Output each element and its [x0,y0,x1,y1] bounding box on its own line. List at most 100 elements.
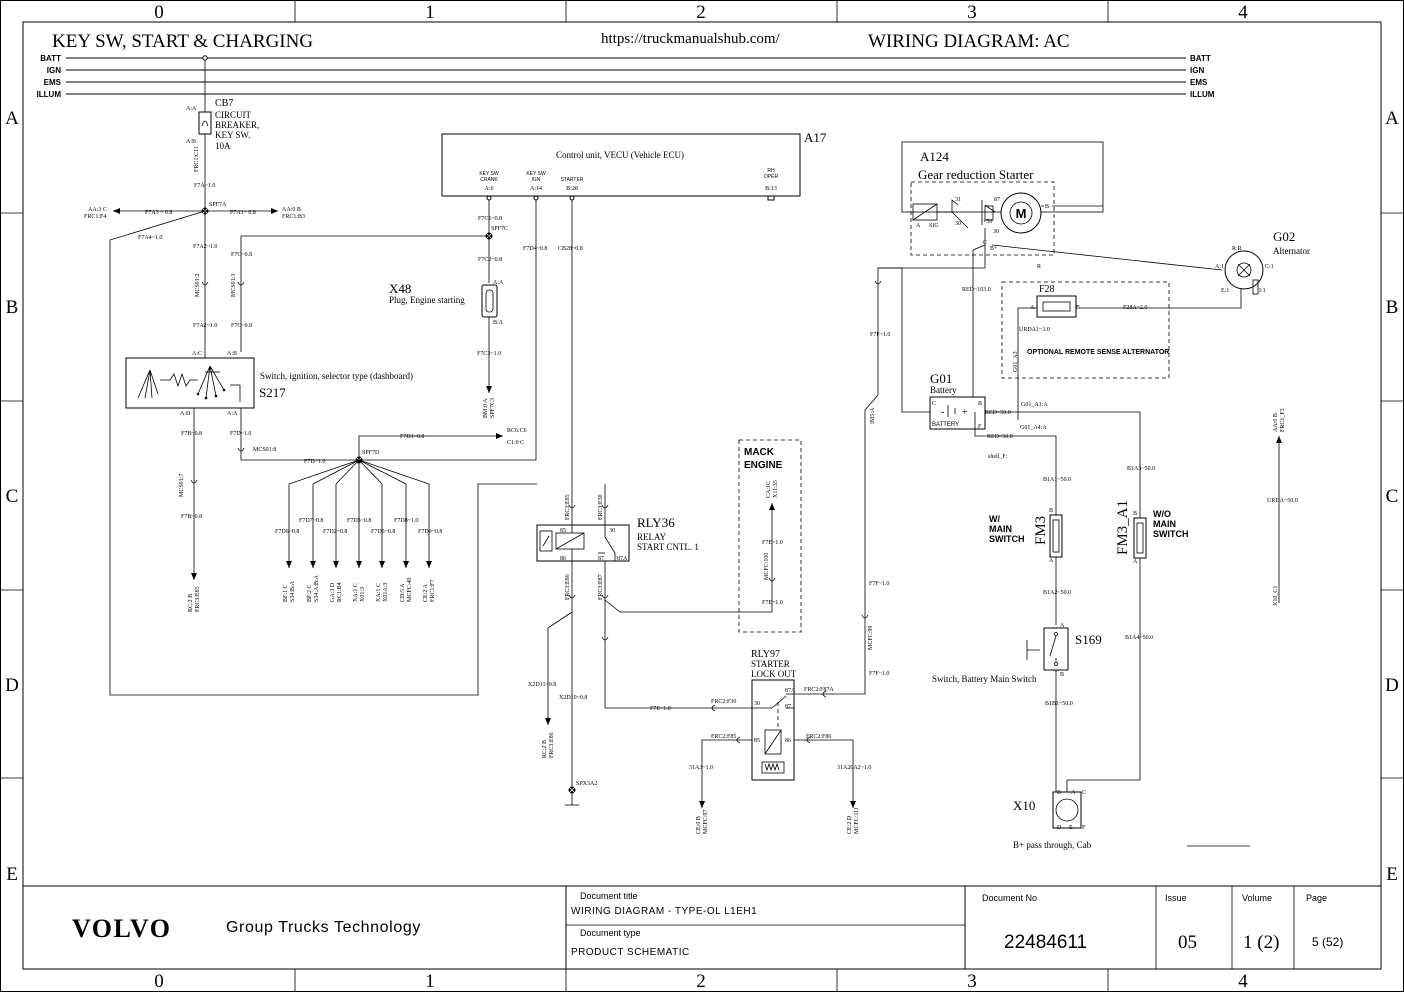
rly36-start-relay[interactable]: FRC3:E85 FRC3:E30 85 30 86 87 87A RLY36 … [528,484,699,806]
s217-pin-aa: A:A [227,411,238,417]
g01-pin-c: C [932,401,936,407]
spf7d-branch-6-dest-2: MCFC:40 [407,578,413,602]
a124-pin-30: 30 [993,229,999,235]
f28-fuse-optional-remote-sense[interactable]: F28 A B F28A~2.0 URDA1~3.0 G01_A3 OPTION… [1001,281,1170,420]
mack-conn-2: X11:35 [773,480,779,498]
mack-engine-block[interactable]: MACK ENGINE CA:1C X11:35 F7E~1.0 MCFC:10… [604,439,802,633]
rly97-conn-f85: FRC2:F85 [711,734,736,740]
f7f-conn-im5: IM5:A [870,407,876,424]
spf7d-branch-wire-3: F7D2~0.8 [323,529,347,535]
spf7a-right-dest-2: FRC1:B3 [282,214,305,220]
f28-pin-b: B [1076,305,1080,311]
cb7-ref: CB7 [215,98,233,109]
grid-row-d-right: D [1385,675,1399,696]
spf7d-ref: SPF7D [362,450,380,456]
rly97-pin-30: 30 [754,701,760,707]
rly97-in-wire: F7E~1.0 [650,706,671,712]
rly97-right-wire: 31A20A2~1.0 [837,765,871,771]
grid-col-1-bottom: 1 [425,971,435,992]
g01-label: BATTERY [932,422,959,428]
f28-red-wire: RED~103.0 [962,287,991,293]
fm3-main-switch-fuse[interactable]: B1A1~50.0 B A FM3 W/ MAIN SWITCH B1A2~50… [989,477,1071,625]
spf7d-branch-wire-7: F7D9~0.8 [418,529,442,535]
g01-red-wire-2: RED~50.0 [987,434,1013,440]
cb7-line-1: CIRCUIT [215,110,252,120]
a17-p1-name-2: CRANK [480,177,498,183]
x10-bplus-pass-through[interactable]: X10 B+ pass through, Cab B A C D E F [1013,790,1250,850]
doc-no-label: Document No [982,893,1037,903]
a17-vecu-control-unit[interactable]: A17 Control unit, VECU (Vehicle ECU) KEY… [441,130,827,201]
f28-wire: F28A~2.0 [1123,305,1147,311]
spf7a-right-dest-1: AA:0 B [282,207,301,213]
f7f-conn-mcfc99: MCFC:99 [868,626,874,650]
spf7d-splice[interactable]: SPF7D F7D1~0.8 RC6:C6 C1:0 C [286,428,527,568]
spf7d-branch-2-dest-2: S34:A:B:A [314,574,320,602]
grid-row-a-right: A [1385,108,1399,129]
grid-row-c-right: C [1386,486,1399,507]
grid-col-3-bottom: 3 [967,971,977,992]
a124-pin-30-a: 30 [955,221,961,227]
rly97-pin-87a: 87A [785,688,796,694]
spf7a-right-wire: F7A1~ 0.8 [230,210,256,216]
fm3-pin-a: A [1049,558,1054,564]
a17-p1-name-1: KEY SW [479,171,499,177]
doc-no: 22484611 [1004,932,1087,953]
rly97-right-dest-1: CE:2 D [847,815,853,834]
source-url[interactable]: https://truckmanualshub.com/ [601,31,781,47]
f7f-starter-feed-wire: F7F~1.0 IM5:A F7F~1.0 MCFC:99 F7F~1.0 [861,267,985,677]
spf7c-left-wire: F7C~0.8 [231,252,252,258]
g01-battery[interactable]: G01 Battery C - + BATTERY B F RED~50.0 G… [878,267,1141,520]
s217-ref: S217 [259,385,286,400]
spf7d-branch-4-dest-2: X01:3 [360,587,366,602]
rly36-bottom-conn-1: FRC3:E86 [565,574,571,600]
a124-pin-c: C [983,240,987,246]
x48-engine-start-plug[interactable]: X48 Plug, Engine starting A:A B:A F7C3~1… [389,280,504,418]
rly36-pin-30: 30 [609,528,615,534]
a17-wire-cb28: CB28~0.8 [558,246,583,252]
fm3-ref: FM3 [1033,516,1049,545]
f7b-conn: MCS01:7 [179,474,185,497]
g02-r-wire: R [1037,264,1041,270]
grid-col-0-bottom: 0 [154,971,164,992]
g01-conn-a1: G01_A1:A [1021,402,1048,408]
grid-col-4: 4 [1238,2,1248,23]
rly97-left-wire: 31A3~1.0 [689,765,713,771]
spf7c-splice[interactable]: F7C1~0.8 SPF7C F7C~0.8 F7C2~0.8 F7D4~0.8… [231,200,583,505]
spf7d-branch-2-dest-1: BF:2 C [307,584,313,602]
cb7-wire-top: FRC1:C11 [194,146,200,172]
fm3-line-3: SWITCH [989,534,1025,544]
fm3-a1-no-main-switch-fuse[interactable]: B1A3~50.0 B A FM3_A1 W/O MAIN SWITCH B1A… [1066,466,1189,792]
grid-col-4-bottom: 4 [1238,971,1248,992]
rly36-pin-87a: 87A [617,556,628,562]
bus-illum-label: ILLUM [37,90,62,99]
title-block: VOLVO Group Trucks Technology Document t… [22,885,1382,970]
s217-pin-ad: A:D [180,411,191,417]
spf7c-ref: SPF7C [491,226,508,232]
rly97-left-dest-2: MCFC:97 [703,810,709,834]
fm3-pin-b: B [1049,508,1053,514]
g02-alternator[interactable]: G02 Alternator R:R A:1 C:1 E:1 I:1 [1080,229,1310,309]
a124-gear-reduction-starter[interactable]: A124 Gear reduction Starter SIG A 31 30 … [901,141,1223,420]
s217-top-wire-2a: F7A2~1.0 [193,323,217,329]
right-dest-1: AA:0 B [1273,413,1279,432]
cb7-circuit-breaker[interactable]: A:A A:B CB7 CIRCUIT BREAKER, KEY SW. 10A… [186,55,259,208]
rly36-bottom-conn-2: FRC3:E87 [598,574,604,600]
spf7a-splice[interactable]: SPF7A F7A3 ~ 0.8 AA:3 C FRC1:F4 F7A1~ 0.… [84,202,537,696]
rly97-starter-lockout-relay[interactable]: RLY97 STARTER LOCK OUT F7E~1.0 FRC2:F30 … [605,630,871,834]
s217-conn-1: MCS01:2 [195,274,201,297]
mack-conn-3: MCFC:100 [764,553,770,580]
spf7d-dest-1: RC6:C6 [507,428,527,434]
s169-wire: B1B1~50.0 [1045,701,1073,707]
bus-batt-label-right: BATT [1190,54,1211,63]
a124-pin-b: B [1045,204,1049,210]
s217-ignition-switch[interactable]: F7A2~1.0 F7A2~1.0 F7C~0.8 MCS01:2 MCS01:… [125,211,413,612]
s217-name: Switch, ignition, selector type (dashboa… [260,371,413,381]
s217-bottom-wire-1: F7B~0.8 [181,431,202,437]
doc-title: WIRING DIAGRAM - TYPE-OL L1EH1 [571,906,757,917]
diagram-title: KEY SW, START & CHARGING [52,31,313,52]
page-value: 5 (52) [1312,935,1343,949]
mack-engine-line-2: ENGINE [744,460,783,471]
s169-battery-main-switch[interactable]: A B S169 Switch, Battery Main Switch B1B… [932,623,1102,792]
cb7-pin-a: A:A [186,106,197,112]
a17-p4-name-1: RH [767,168,775,174]
